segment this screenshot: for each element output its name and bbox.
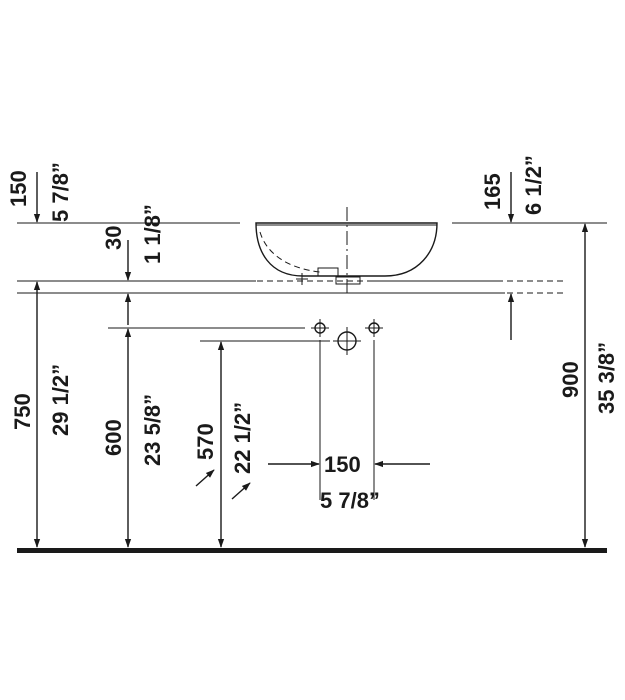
label-spacing-mm: 150: [324, 452, 361, 477]
label-600-mm: 600: [101, 419, 126, 456]
label-top-left-mm: 150: [6, 170, 31, 207]
label-counter-mm: 30: [101, 226, 126, 250]
countertop-lines: [17, 280, 565, 294]
drain-connection: [333, 327, 361, 355]
pointer-arrow-570-mm: [195, 469, 215, 487]
label-900-in: 35 3/8”: [594, 342, 619, 414]
basin-outline: [255, 222, 438, 285]
pointer-arrow-570-in: [231, 482, 251, 500]
label-750-in: 29 1/2”: [48, 364, 73, 436]
tap-connection-left: [311, 319, 329, 337]
label-570-in: 22 1/2”: [230, 402, 255, 474]
label-top-right-mm: 165: [480, 173, 505, 210]
label-spacing-in: 5 7/8”: [320, 488, 380, 513]
label-top-right-in: 6 1/2”: [521, 155, 546, 215]
label-600-in: 23 5/8”: [140, 394, 165, 466]
label-750-mm: 750: [10, 393, 35, 430]
label-counter-in: 1 1/8”: [140, 204, 165, 264]
label-900-mm: 900: [558, 361, 583, 398]
tap-connection-right: [365, 319, 383, 337]
label-top-left-in: 5 7/8”: [48, 162, 73, 222]
floor-line: [17, 548, 607, 553]
label-570-mm: 570: [193, 423, 218, 460]
